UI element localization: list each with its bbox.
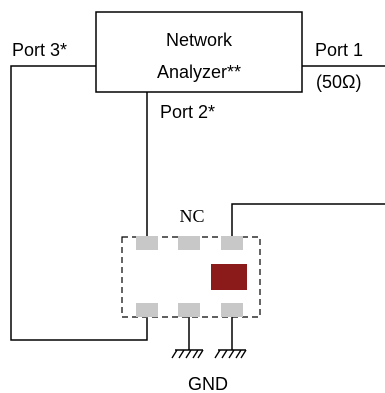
port1-impedance-label: (50Ω) bbox=[316, 72, 361, 92]
analyzer-label-line1: Network bbox=[166, 30, 233, 50]
pad-bottom-left bbox=[136, 303, 158, 317]
pad-bottom-middle bbox=[178, 303, 200, 317]
pad-top-right bbox=[221, 236, 243, 250]
right-signal-wire bbox=[231, 203, 385, 237]
gnd-label: GND bbox=[188, 374, 228, 393]
pin1-marker bbox=[211, 264, 247, 290]
analyzer-label-line2: Analyzer** bbox=[157, 62, 241, 82]
nc-label: NC bbox=[179, 206, 204, 226]
pad-bottom-right bbox=[221, 303, 243, 317]
network-analyzer-box bbox=[95, 11, 303, 93]
port2-label: Port 2* bbox=[160, 102, 215, 122]
ground-symbol-middle bbox=[171, 349, 204, 359]
pad-top-middle bbox=[178, 236, 200, 250]
port3-label: Port 3* bbox=[12, 40, 67, 60]
pad-top-left bbox=[136, 236, 158, 250]
port1-label: Port 1 bbox=[315, 40, 363, 60]
port3-wire bbox=[10, 65, 148, 341]
ground-symbol-right bbox=[214, 349, 247, 359]
